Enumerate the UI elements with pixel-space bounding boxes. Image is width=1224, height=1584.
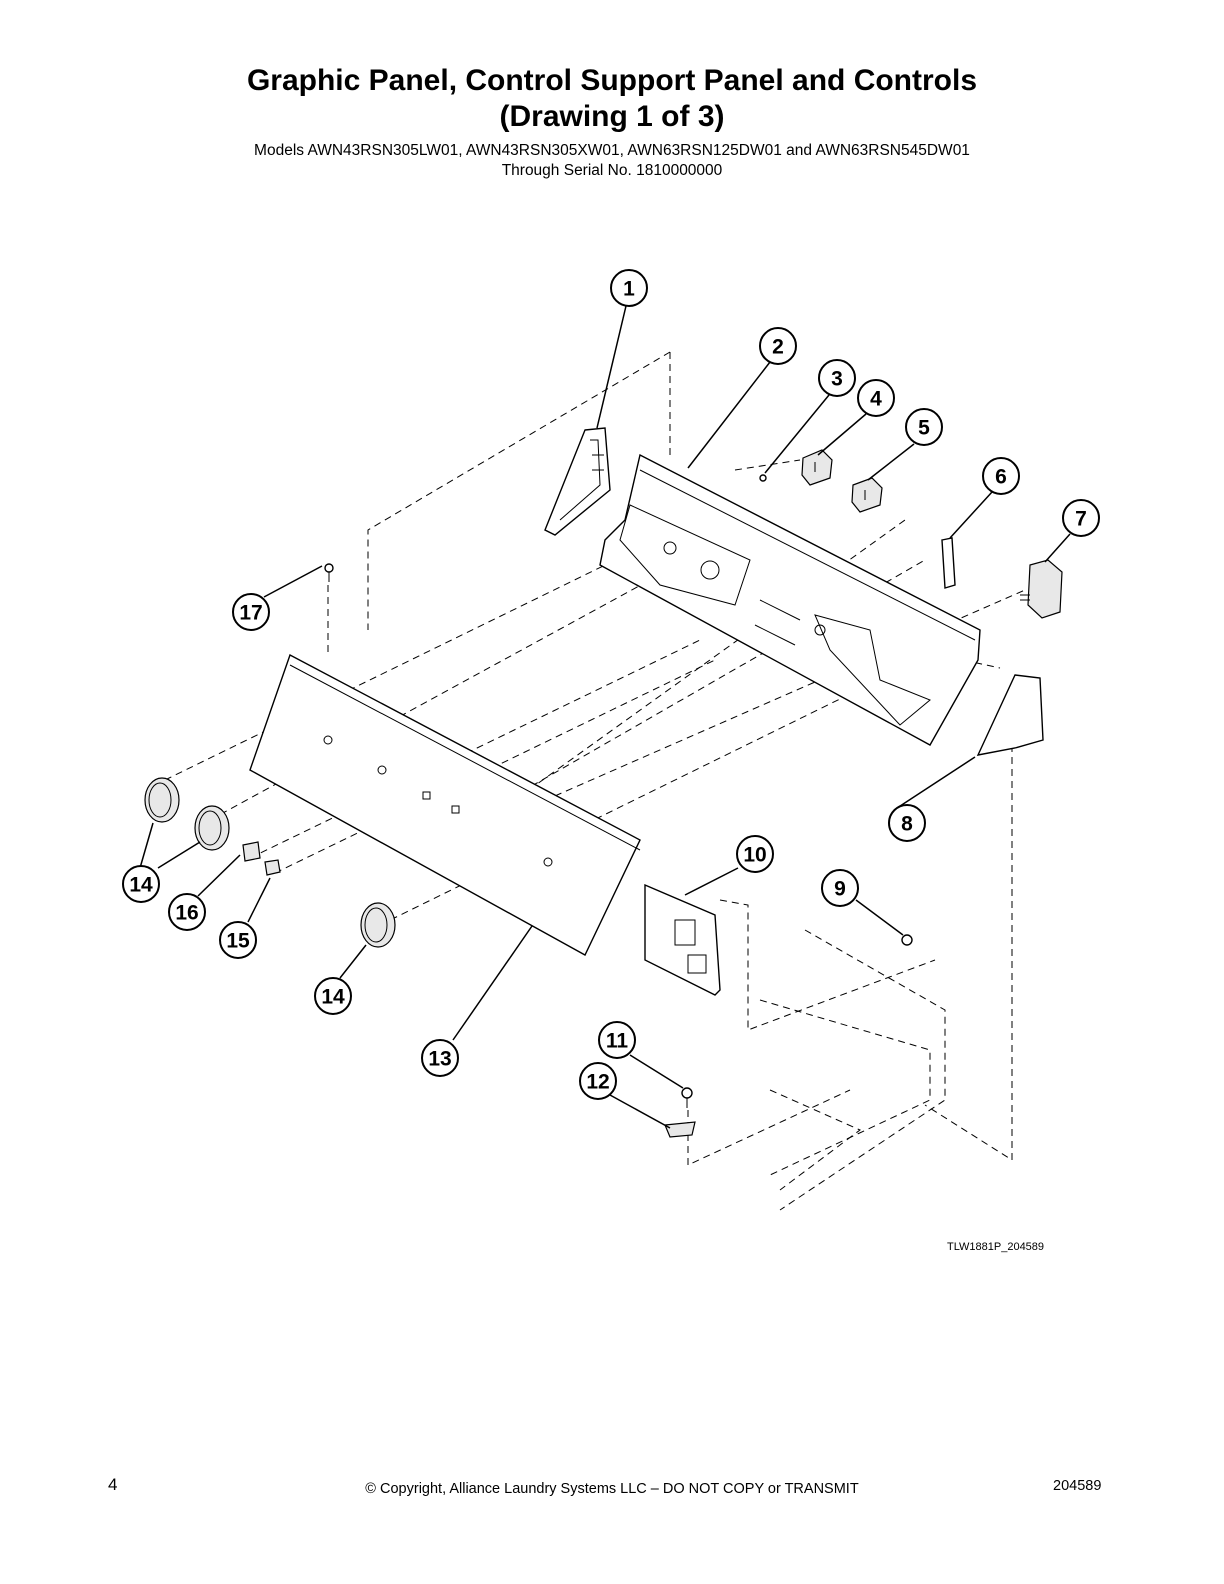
- svg-text:13: 13: [428, 1048, 451, 1071]
- callout-7: 7: [1062, 499, 1100, 537]
- svg-text:9: 9: [834, 878, 846, 901]
- part-small-screw: [759, 474, 767, 482]
- callout-14-lower: 14: [314, 977, 352, 1015]
- callout-3: 3: [818, 359, 856, 397]
- svg-text:3: 3: [831, 368, 843, 391]
- part-left-bracket: [544, 427, 611, 536]
- svg-text:16: 16: [175, 902, 198, 925]
- part-knob-left: [144, 777, 180, 823]
- callout-9: 9: [821, 869, 859, 907]
- callout-17: 17: [232, 593, 270, 631]
- leader-lines: [139, 305, 1071, 1129]
- callout-15: 15: [219, 921, 257, 959]
- part-control-board: [644, 883, 721, 996]
- callout-12: 12: [579, 1062, 617, 1100]
- part-control-support-panel: [599, 453, 981, 746]
- svg-text:1: 1: [623, 278, 635, 301]
- page-subtitle: (Drawing 1 of 3): [499, 100, 725, 133]
- page-number: 4: [108, 1475, 118, 1494]
- copyright-notice: © Copyright, Alliance Laundry Systems LL…: [365, 1481, 859, 1497]
- part-button-16: [242, 841, 261, 862]
- callout-2: 2: [759, 327, 797, 365]
- document-number: 204589: [1053, 1478, 1102, 1494]
- callout-11: 11: [598, 1021, 636, 1059]
- part-knob-lower: [360, 902, 396, 948]
- callout-10: 10: [736, 835, 774, 873]
- part-graphic-panel: [249, 654, 641, 956]
- models-line: Models AWN43RSN305LW01, AWN43RSN305XW01,…: [254, 142, 970, 159]
- part-end-cap: [976, 674, 1044, 756]
- serial-line: Through Serial No. 1810000000: [501, 162, 723, 179]
- callout-16: 16: [168, 893, 206, 931]
- svg-text:10: 10: [743, 844, 766, 867]
- svg-text:5: 5: [918, 417, 930, 440]
- svg-text:8: 8: [901, 813, 913, 836]
- svg-text:15: 15: [226, 930, 250, 953]
- callout-8: 8: [888, 804, 926, 842]
- callout-13: 13: [421, 1039, 459, 1077]
- callout-6: 6: [982, 457, 1020, 495]
- part-switch-5: [851, 477, 883, 513]
- svg-text:6: 6: [995, 466, 1007, 489]
- svg-text:4: 4: [870, 388, 882, 411]
- page-title: Graphic Panel, Control Support Panel and…: [246, 64, 978, 97]
- callout-4: 4: [857, 379, 895, 417]
- part-screw-17: [324, 563, 334, 582]
- svg-text:12: 12: [586, 1071, 609, 1094]
- callout-5: 5: [905, 408, 943, 446]
- svg-text:17: 17: [239, 602, 262, 625]
- part-clip: [664, 1121, 696, 1138]
- callout-14-left: 14: [122, 865, 160, 903]
- svg-text:11: 11: [606, 1030, 629, 1053]
- svg-text:2: 2: [772, 336, 784, 359]
- svg-text:14: 14: [321, 986, 345, 1009]
- svg-text:14: 14: [129, 874, 153, 897]
- part-screw-11: [681, 1087, 693, 1108]
- part-small-bracket: [941, 537, 956, 589]
- figure-code: TLW1881P_204589: [947, 1241, 1045, 1253]
- callout-1: 1: [610, 269, 648, 307]
- part-switch-4: [801, 449, 833, 486]
- part-screw-9: [901, 934, 913, 946]
- part-knob-middle: [194, 805, 230, 851]
- base-frame-outline: [759, 929, 946, 1211]
- part-button-15: [264, 859, 281, 876]
- svg-text:7: 7: [1075, 508, 1087, 531]
- part-switch-block: [1020, 559, 1063, 619]
